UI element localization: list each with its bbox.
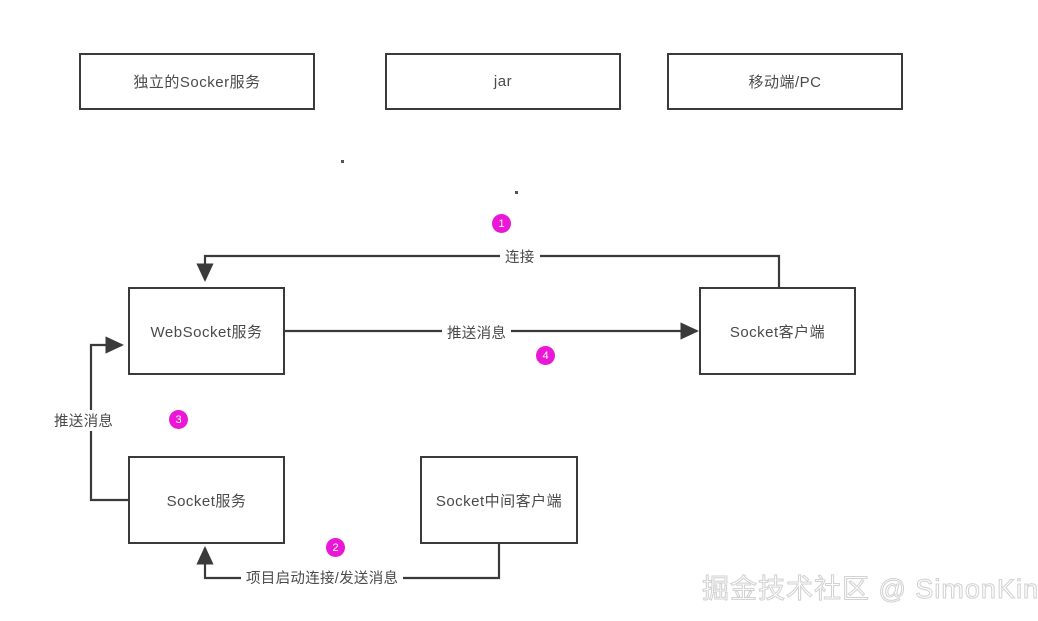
edge-label-push-message-right: 推送消息 — [442, 322, 512, 343]
node-label: WebSocket服务 — [150, 323, 263, 341]
step-badge-4: 4 — [536, 346, 555, 365]
edge-label-connect: 连接 — [500, 246, 540, 267]
step-badge-1: 1 — [492, 214, 511, 233]
node-label: Socket客户端 — [729, 323, 826, 341]
stray-dot — [515, 191, 518, 194]
edge-connect-path — [196, 254, 781, 287]
node-label: Socket服务 — [166, 492, 247, 510]
node-socket-middle-client: Socket中间客户端 — [420, 456, 578, 544]
legend-box-jar: jar — [385, 53, 621, 110]
legend-box-standalone-socket-service: 独立的Socker服务 — [79, 53, 315, 110]
node-socket-service: Socket服务 — [128, 456, 285, 544]
legend-box-label: 移动端/PC — [748, 74, 822, 91]
watermark: 掘金技术社区 @ SimonKing — [702, 574, 1038, 605]
edge-label-push-message-left: 推送消息 — [49, 410, 119, 431]
node-label: Socket中间客户端 — [435, 492, 563, 510]
legend-box-mobile-pc: 移动端/PC — [667, 53, 903, 110]
edge-label-startup-connect-send: 项目启动连接/发送消息 — [241, 567, 404, 588]
step-badge-3: 3 — [169, 410, 188, 429]
step-badge-2: 2 — [326, 538, 345, 557]
node-socket-client: Socket客户端 — [699, 287, 856, 375]
legend-box-label: jar — [493, 73, 513, 90]
legend-box-label: 独立的Socker服务 — [133, 74, 261, 91]
stray-dot — [341, 160, 344, 163]
node-websocket-service: WebSocket服务 — [128, 287, 285, 375]
